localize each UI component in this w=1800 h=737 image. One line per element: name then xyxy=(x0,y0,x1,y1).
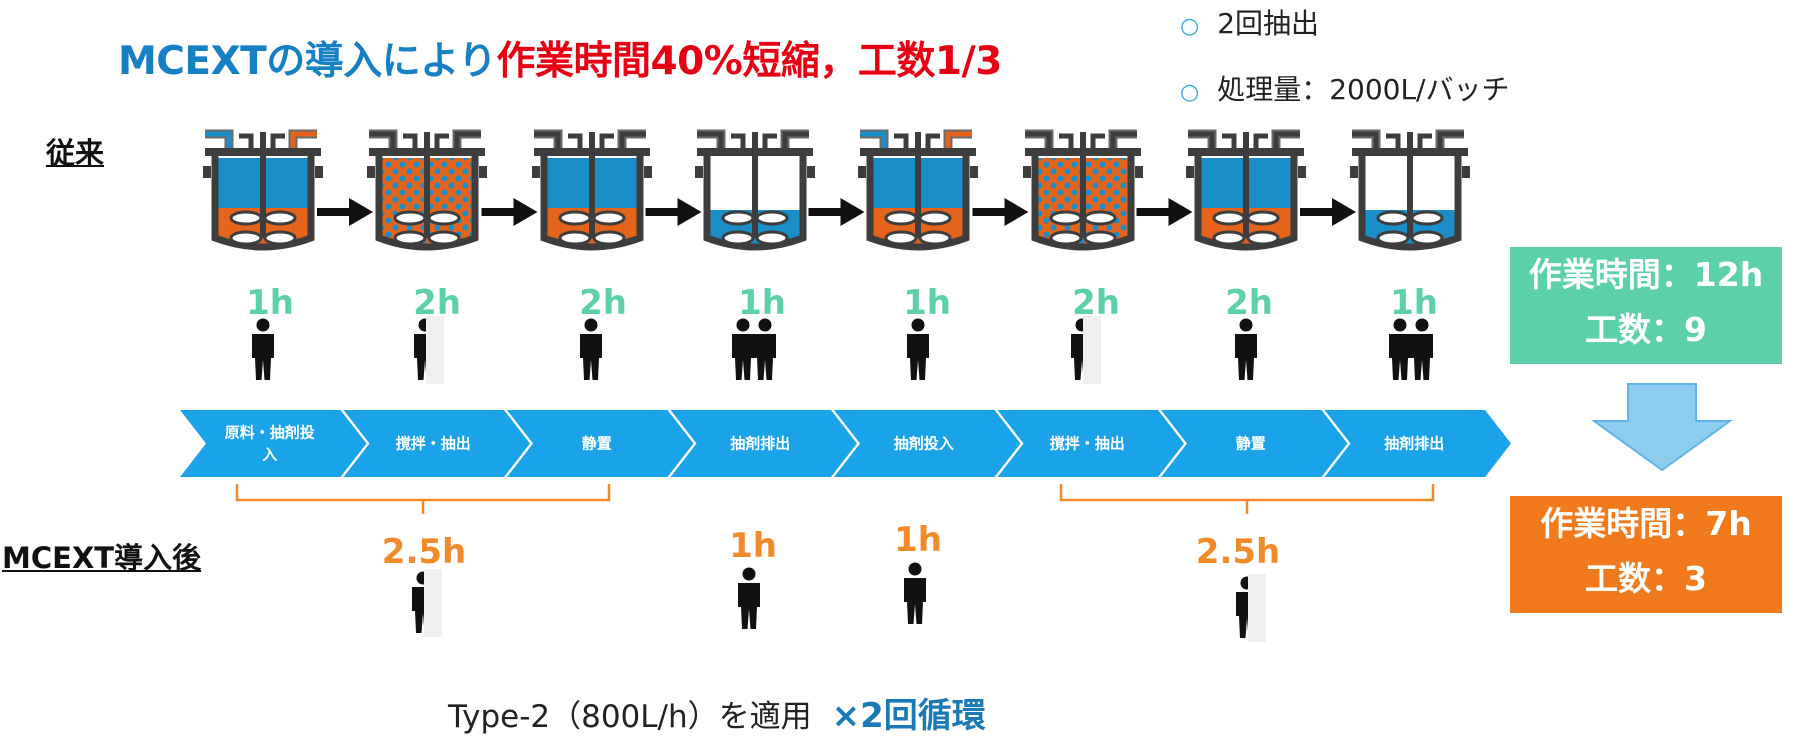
process-step-chevron: 原料・抽剤投入 xyxy=(180,410,367,477)
circle-bullet-icon: ○ xyxy=(1180,80,1200,105)
person-icon xyxy=(904,562,926,624)
person-icon xyxy=(738,567,760,629)
tank-icon xyxy=(1023,129,1143,251)
duration-label: 1h xyxy=(729,526,777,566)
bracket-left xyxy=(235,484,611,514)
arrow-right-icon xyxy=(481,198,538,226)
step-label: 撹拌・抽出 xyxy=(1050,435,1125,453)
step-label: 抽剤投入 xyxy=(894,435,954,453)
person-icon xyxy=(1071,316,1101,384)
duration-label: 1h xyxy=(1390,283,1438,323)
tank-icon xyxy=(858,129,978,251)
step-label: 原料・抽剤投 xyxy=(225,424,315,442)
duration-label: 1h xyxy=(246,283,294,323)
step-label: 静置 xyxy=(582,435,612,453)
tank-icon xyxy=(695,129,815,251)
process-step-chevron: 静置 xyxy=(1161,410,1348,477)
duration-label: 2h xyxy=(1225,283,1273,323)
note-throughput: ○処理量：2000L/バッチ xyxy=(1180,73,1510,106)
section-label-after: MCEXT導入後 xyxy=(2,541,202,575)
person-icon xyxy=(580,318,602,380)
person-icon xyxy=(252,318,274,380)
person-icon xyxy=(1411,318,1433,380)
duration-label: 2.5h xyxy=(1195,532,1281,572)
bracket-right xyxy=(1059,484,1435,514)
tank-icon xyxy=(203,129,323,251)
tank-icon xyxy=(532,129,652,251)
arrow-right-icon xyxy=(317,198,373,226)
person-icon xyxy=(414,316,444,384)
section-label-before: 従来 xyxy=(46,136,105,170)
duration-label: 2.5h xyxy=(381,532,467,572)
process-step-chevron: 抽剤排出 xyxy=(1324,410,1511,477)
duration-label: 1h xyxy=(738,283,786,323)
person-icon xyxy=(1236,574,1266,642)
person-icon xyxy=(754,318,776,380)
person-icon xyxy=(907,318,929,380)
note-extraction-count: ○2回抽出 xyxy=(1180,7,1320,40)
step-label: 抽剤排出 xyxy=(1384,435,1444,453)
tank-icon xyxy=(367,129,487,251)
process-step-chevron: 抽剤投入 xyxy=(834,410,1021,477)
footer-note: Type-2（800L/h）を適用×2回循環 xyxy=(448,696,986,736)
duration-label: 1h xyxy=(903,283,951,323)
process-step-chevron: 抽剤排出 xyxy=(670,410,857,477)
step-label: 入 xyxy=(262,446,277,464)
down-arrow-icon xyxy=(1590,383,1734,472)
arrow-right-icon xyxy=(645,198,702,226)
arrow-right-icon xyxy=(1300,198,1356,226)
process-step-chevron: 撹拌・抽出 xyxy=(997,410,1184,477)
step-label: 撹拌・抽出 xyxy=(396,435,471,453)
tank-icon xyxy=(1350,129,1470,251)
duration-label: 2h xyxy=(579,283,627,323)
summary-before-box: 作業時間：12h 工数：9 xyxy=(1510,247,1782,364)
step-label: 抽剤排出 xyxy=(730,435,790,453)
process-step-chevron: 撹拌・抽出 xyxy=(343,410,530,477)
step-label: 静置 xyxy=(1236,435,1266,453)
arrow-right-icon xyxy=(1136,198,1193,226)
duration-label: 1h xyxy=(894,520,942,560)
person-icon xyxy=(412,569,442,637)
summary-after-box: 作業時間：7h 工数：3 xyxy=(1510,496,1782,613)
tank-icon xyxy=(1186,129,1306,251)
circle-bullet-icon: ○ xyxy=(1180,14,1200,39)
page-title: MCEXTの導入により作業時間40%短縮，工数1/3 xyxy=(118,39,1002,84)
duration-label: 2h xyxy=(413,283,461,323)
person-icon xyxy=(732,318,754,380)
person-icon xyxy=(1235,318,1257,380)
process-step-chevron: 静置 xyxy=(507,410,694,477)
duration-label: 2h xyxy=(1072,283,1120,323)
arrow-right-icon xyxy=(808,198,865,226)
person-icon xyxy=(1389,318,1411,380)
arrow-right-icon xyxy=(972,198,1029,226)
